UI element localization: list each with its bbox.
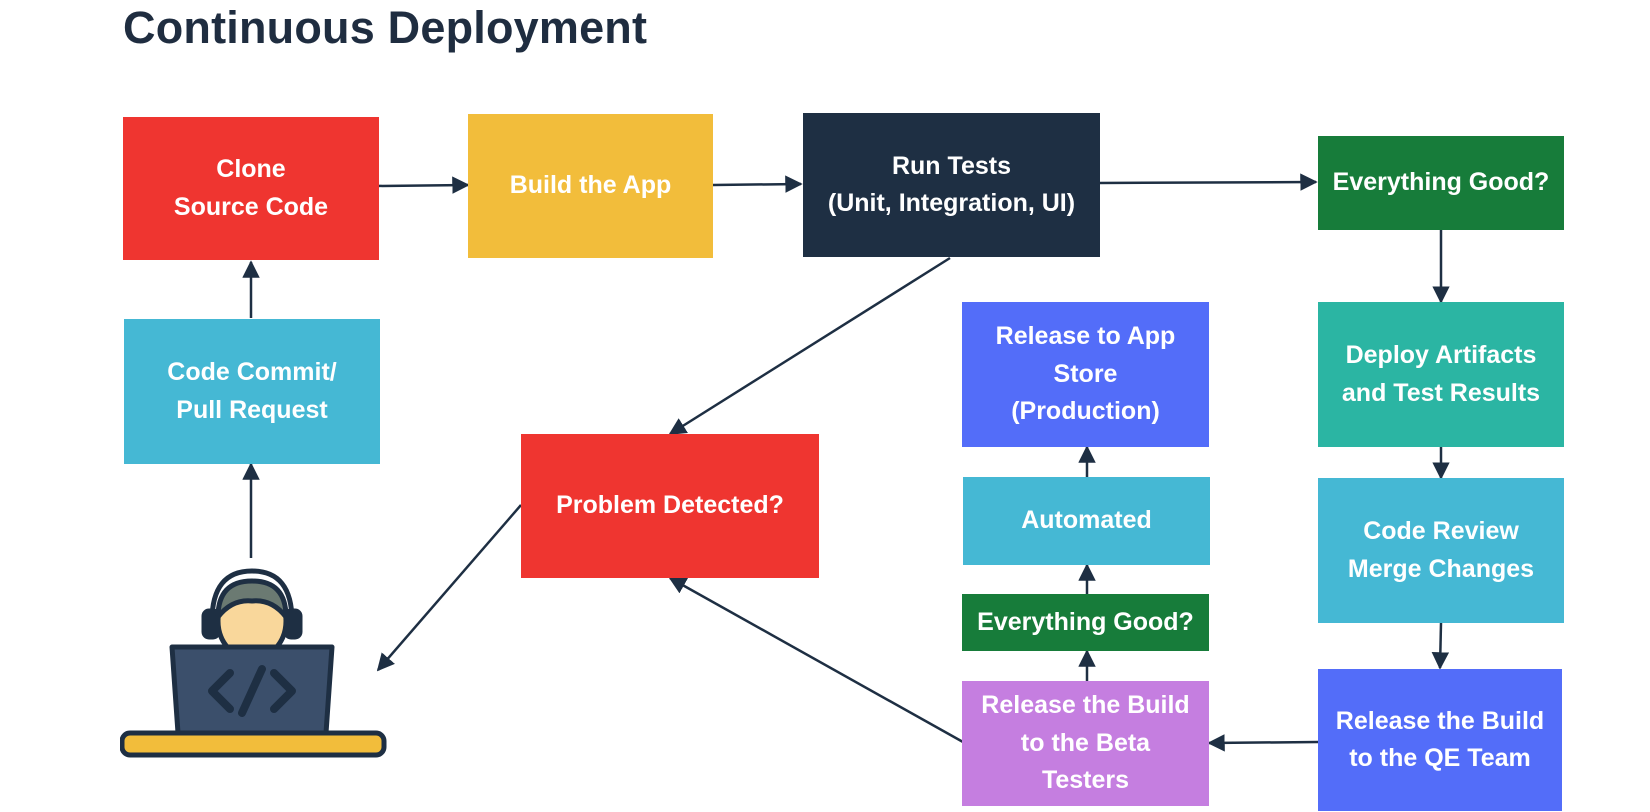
node-code-commit: Code Commit/Pull Request: [124, 319, 380, 464]
node-everything-good-bottom: Everything Good?: [962, 594, 1209, 651]
developer-at-laptop-icon: [120, 568, 387, 758]
arrow-problem-to-developer: [376, 504, 522, 672]
node-build-the-app: Build the App: [468, 114, 713, 258]
arrow-tests-to-problem: [668, 256, 951, 436]
node-automated: Automated: [963, 477, 1210, 565]
arrow-tests-to-good-top: [1097, 173, 1318, 191]
arrow-build-to-tests: [712, 175, 803, 193]
arrow-qe-to-beta: [1207, 734, 1319, 752]
diagram-title: Continuous Deployment: [123, 2, 648, 53]
arrow-clone-to-build: [375, 176, 470, 194]
node-run-tests: Run Tests(Unit, Integration, UI): [803, 113, 1100, 257]
node-everything-good-top: Everything Good?: [1318, 136, 1564, 230]
node-problem-detected: Problem Detected?: [521, 434, 819, 578]
arrow-beta-to-problem: [668, 576, 964, 744]
arrow-review-to-qe: [1431, 622, 1450, 670]
